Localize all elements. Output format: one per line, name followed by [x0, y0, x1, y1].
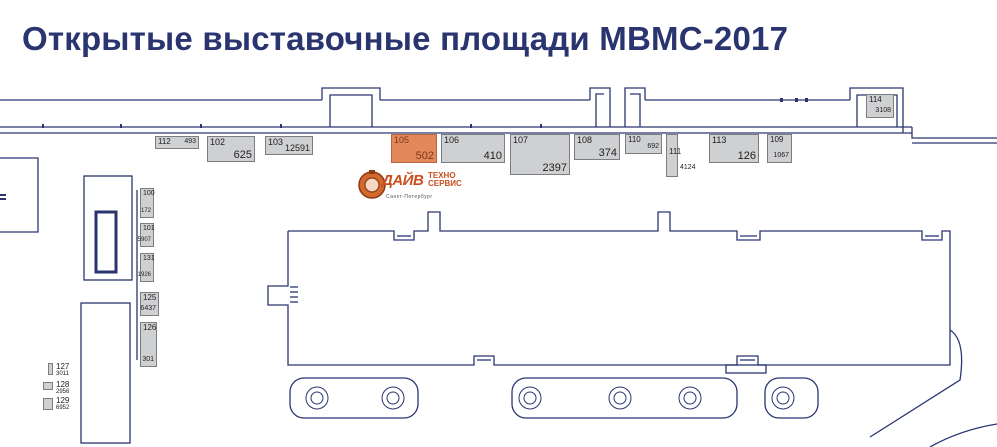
diver-helmet-icon [358, 170, 386, 199]
booth-number: 112 [158, 137, 171, 146]
booth-131[interactable]: 131 1926 [137, 253, 155, 282]
booth-area: 1926 [137, 272, 151, 278]
booth-105[interactable]: 105 502 [391, 134, 437, 163]
booth-area: 410 [483, 150, 502, 162]
booth-112[interactable]: 112 493 [155, 136, 199, 149]
booth-number: 128 [56, 380, 70, 389]
booth-100[interactable]: 100 172 [140, 188, 155, 218]
booth-number: 110 [628, 135, 641, 144]
booth-area: 2956 [56, 389, 70, 395]
logo-side-text: ТЕХНО СЕРВИС [428, 172, 462, 188]
booth-area: 172 [140, 208, 151, 214]
booth-area: 301 [142, 356, 154, 363]
booth-area: 625 [233, 149, 252, 161]
logo-city: Санкт-Петербург [386, 194, 433, 200]
booth-106[interactable]: 106 410 [441, 134, 505, 163]
booth-area: 3108 [875, 107, 891, 114]
booth-number: 105 [394, 135, 410, 145]
booth-area: 5907 [137, 237, 151, 243]
booth-area: 2397 [542, 162, 567, 174]
booth-number: 101 [143, 225, 155, 232]
booth-103[interactable]: 103 12591 [265, 136, 313, 155]
booth-114[interactable]: 114 3108 [866, 94, 894, 118]
booth-127-marker[interactable] [48, 363, 53, 375]
booth-101[interactable]: 101 5907 [137, 223, 155, 247]
booth-number: 102 [210, 137, 226, 147]
booth-number: 114 [869, 95, 882, 104]
booth-113[interactable]: 113 126 [709, 134, 759, 163]
logo-word: ДАЙВ [382, 172, 424, 189]
booth-128-label: 128 2956 [56, 381, 69, 396]
booth-number: 126 [143, 323, 157, 332]
booth-129-label: 129 6952 [56, 397, 69, 412]
logo-side-bottom: СЕРВИС [428, 179, 462, 188]
booth-108[interactable]: 108 374 [574, 134, 620, 160]
booth-area: 4124 [680, 164, 696, 171]
booth-number: 103 [268, 137, 284, 147]
booth-number: 111 [669, 147, 682, 156]
booth-number: 113 [712, 135, 727, 145]
booth-area: 126 [737, 150, 756, 162]
booth-109[interactable]: 109 1067 [767, 134, 792, 163]
booth-128-marker[interactable] [43, 382, 53, 390]
booth-number: 127 [56, 362, 70, 371]
booth-129-marker[interactable] [43, 398, 53, 410]
booth-area: 6437 [140, 305, 156, 312]
booth-127-label: 127 3011 [56, 363, 69, 378]
booth-area: 502 [415, 150, 434, 162]
page-title: Открытые выставочные площади МВМС-2017 [22, 20, 789, 57]
booth-number: 109 [770, 135, 784, 144]
booth-110[interactable]: 110 692 [625, 134, 662, 154]
booth-111[interactable]: 111 [666, 134, 682, 177]
booth-102[interactable]: 102 625 [207, 136, 255, 162]
booth-area: 3011 [56, 371, 69, 377]
booth-number: 100 [143, 190, 155, 197]
company-logo: ДАЙВ ТЕХНО СЕРВИС Санкт-Петербург [356, 166, 466, 204]
booth-number: 125 [143, 293, 157, 302]
booth-number: 108 [577, 135, 593, 145]
booth-number: 106 [444, 135, 460, 145]
booth-area: 1067 [773, 152, 789, 159]
booth-number: 107 [513, 135, 529, 145]
booth-number: 129 [56, 396, 70, 405]
booth-area: 6952 [56, 405, 70, 411]
booth-107[interactable]: 107 2397 [510, 134, 570, 175]
booth-area: 12591 [284, 143, 310, 153]
booth-125[interactable]: 125 6437 [140, 292, 159, 316]
booth-number: 131 [143, 255, 155, 262]
booth-111-area: 4124 [680, 156, 702, 171]
booth-126[interactable]: 126 301 [140, 322, 157, 367]
logo-side-top: ТЕХНО [428, 171, 456, 180]
booth-area: 493 [184, 138, 196, 145]
booth-area: 692 [647, 143, 659, 150]
booth-area: 374 [598, 147, 617, 159]
